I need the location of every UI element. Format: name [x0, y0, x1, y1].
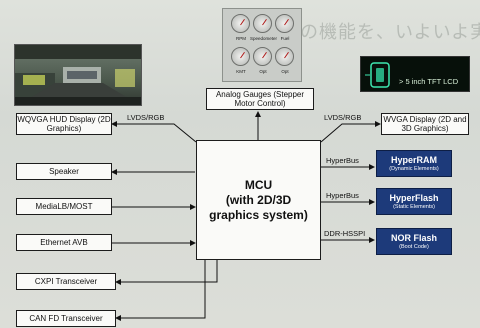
analog-gauges-box: Analog Gauges (Stepper Motor Control)	[206, 88, 314, 110]
hyperbus-label: HyperBus	[326, 191, 359, 200]
gauge-label: KMT	[236, 69, 246, 74]
wvga-display-box: WVGA Display (2D and 3D Graphics)	[381, 113, 469, 135]
hyperflash-title: HyperFlash	[389, 192, 439, 203]
nor-flash-subtitle: (Boot Code)	[399, 243, 429, 250]
gauge-label: Opt	[259, 69, 267, 74]
nor-flash-title: NOR Flash	[390, 232, 437, 243]
kmt-gauge-icon	[231, 47, 250, 66]
hyperflash-subtitle: (Static Elements)	[393, 203, 435, 210]
arrow-canfd	[115, 260, 206, 321]
canfd-box: CAN FD Transceiver	[16, 310, 116, 327]
arrow-cxpi	[115, 260, 218, 285]
ethernet-box: Ethernet AVB	[16, 234, 112, 251]
hyperflash-box: HyperFlash (Static Elements)	[376, 188, 452, 215]
hyperram-box: HyperRAM (Dynamic Elements)	[376, 150, 452, 177]
opt-gauge-icon	[275, 47, 294, 66]
tft-lcd-photo: > 5 inch TFT LCD	[360, 56, 470, 92]
arrow-mcu-hud	[111, 121, 197, 143]
speedometer-gauge-icon	[253, 14, 272, 33]
arrow-mcu-wvga	[320, 121, 381, 143]
rpm-gauge-icon	[231, 14, 250, 33]
mcu-box: MCU (with 2D/3D graphics system)	[196, 140, 321, 260]
hud-photo	[14, 44, 142, 106]
mcu-title: MCU	[244, 177, 273, 192]
cxpi-box: CXPI Transceiver	[16, 273, 116, 290]
gauge-label: Speedometer	[250, 36, 278, 41]
fuel-gauge-icon	[275, 14, 294, 33]
medialb-box: MediaLB/MOST	[16, 198, 112, 215]
hud-display-box: WQVGA HUD Display (2D Graphics)	[16, 113, 112, 135]
opt-gauge-icon	[253, 47, 272, 66]
ddr-hsspi-label: DDR-HSSPI	[324, 229, 366, 238]
nor-flash-box: NOR Flash (Boot Code)	[376, 228, 452, 255]
hud-photo-image	[15, 45, 141, 105]
hyperram-title: HyperRAM	[390, 154, 437, 165]
gauge-label: Fuel	[280, 36, 290, 41]
hyperram-subtitle: (Dynamic Elements)	[389, 165, 439, 172]
speaker-box: Speaker	[16, 163, 112, 180]
analog-gauges-photo: RPM Speedometer Fuel KMT Opt Opt	[222, 8, 302, 82]
mcu-subtitle: (with 2D/3D	[225, 192, 292, 207]
gauge-label: Opt	[281, 69, 289, 74]
background-text: の機能を、いよいよ実現が問題の取り組み	[300, 22, 480, 42]
tft-lcd-caption: > 5 inch TFT LCD	[399, 77, 459, 86]
tft-lcd-graphic	[365, 62, 390, 88]
lvds-label-right: LVDS/RGB	[324, 113, 362, 122]
gauge-label: RPM	[236, 36, 246, 41]
mcu-subtitle: graphics system)	[209, 207, 308, 222]
lvds-label-left: LVDS/RGB	[127, 113, 165, 122]
hyperbus-label: HyperBus	[326, 156, 359, 165]
